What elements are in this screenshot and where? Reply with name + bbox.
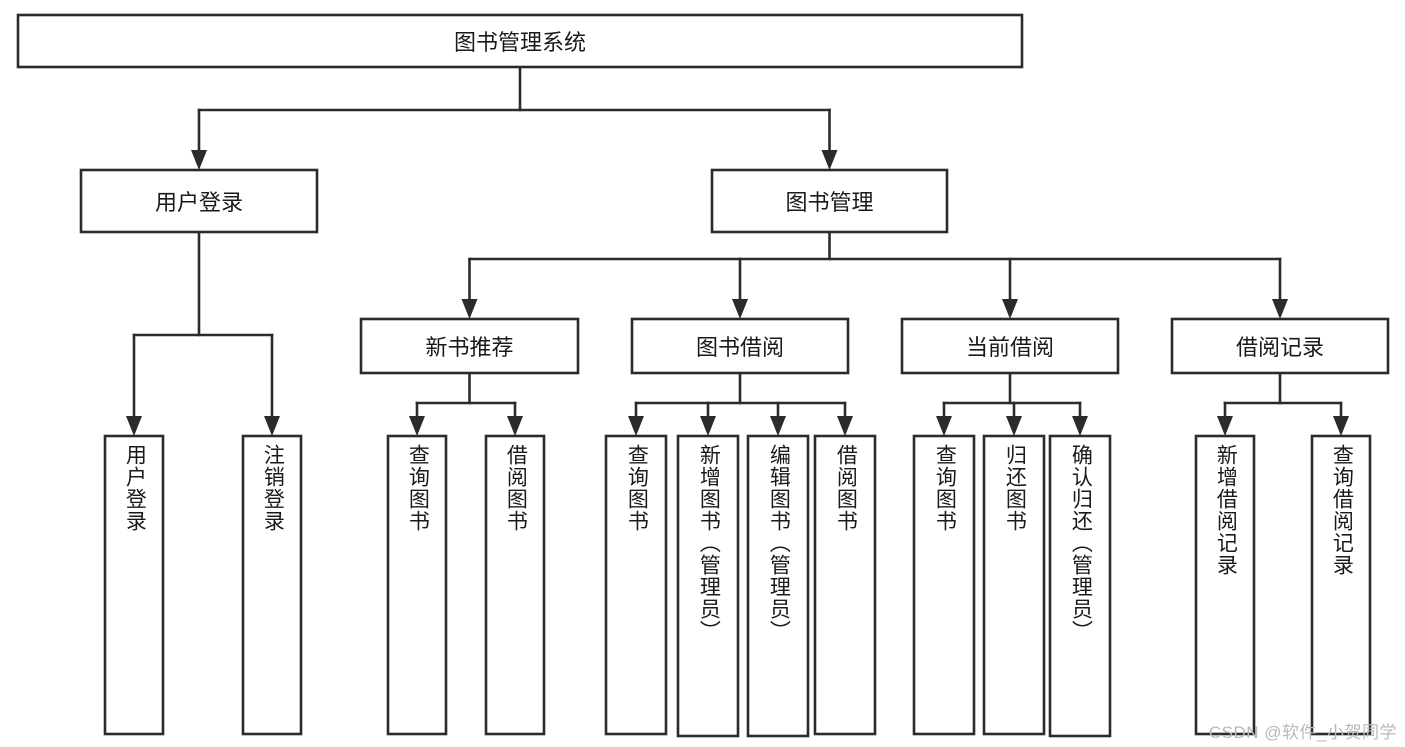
level2-node-1-child-1-child-3[interactable] [813,434,877,736]
level2-node-1-child-1-arrow-0 [628,416,644,436]
root-node-box[interactable] [16,13,1024,69]
level2-node-1-child-0-child-0[interactable] [386,434,448,736]
level2-node-1-child-2-arrow-1 [1006,416,1022,436]
level2-node-1-child-1-child-0[interactable] [604,434,668,736]
level2-node-1-arrow-1 [732,299,748,319]
level2-node-1-child-3-arrow-1 [1333,416,1349,436]
level2-node-1-child-2[interactable] [900,317,1120,375]
level2-node-1-child-3[interactable] [1170,317,1390,375]
level2-node-0-arrow-0 [126,416,142,436]
connector-layer [126,65,1349,436]
level2-node-1-child-0-arrow-1 [507,416,523,436]
level2-node-1-child-3-arrow-0 [1217,416,1233,436]
level2-node-1-child-1-child-1[interactable] [676,434,740,738]
level2-node-1-child-2-child-0[interactable] [912,434,976,736]
level2-node-0-child-0[interactable] [103,434,165,736]
level2-node-1[interactable] [710,168,949,234]
level2-node-1-child-2-arrow-2 [1072,416,1088,436]
level2-node-1-child-1-arrow-3 [837,416,853,436]
level2-node-1-arrow-0 [461,299,478,319]
level2-node-1-child-1-arrow-2 [770,416,786,436]
level2-node-0[interactable] [79,168,319,234]
level2-node-1-child-3-child-1[interactable] [1310,434,1372,736]
level2-node-1-arrow-2 [1002,299,1018,319]
root-arrow-1 [821,150,838,170]
level2-node-0-arrow-1 [264,416,280,436]
box-layer [16,13,1390,738]
level2-node-1-child-0-arrow-0 [409,416,425,436]
level2-node-1-child-3-child-0[interactable] [1194,434,1256,736]
level2-node-1-arrow-3 [1272,299,1288,319]
level2-node-1-child-2-child-2[interactable] [1048,434,1112,738]
level2-node-1-child-1-arrow-1 [700,416,716,436]
level2-node-1-child-0[interactable] [359,317,580,375]
level2-node-1-child-2-arrow-0 [936,416,952,436]
level2-node-1-child-2-child-1[interactable] [982,434,1046,736]
root-arrow-0 [191,150,207,170]
level2-node-1-child-0-child-1[interactable] [484,434,546,736]
level2-node-0-child-1[interactable] [241,434,303,736]
watermark-text: CSDN @软件_小贺同学 [1208,723,1397,742]
level2-node-1-child-1[interactable] [630,317,850,375]
level2-node-1-child-1-child-2[interactable] [746,434,810,738]
